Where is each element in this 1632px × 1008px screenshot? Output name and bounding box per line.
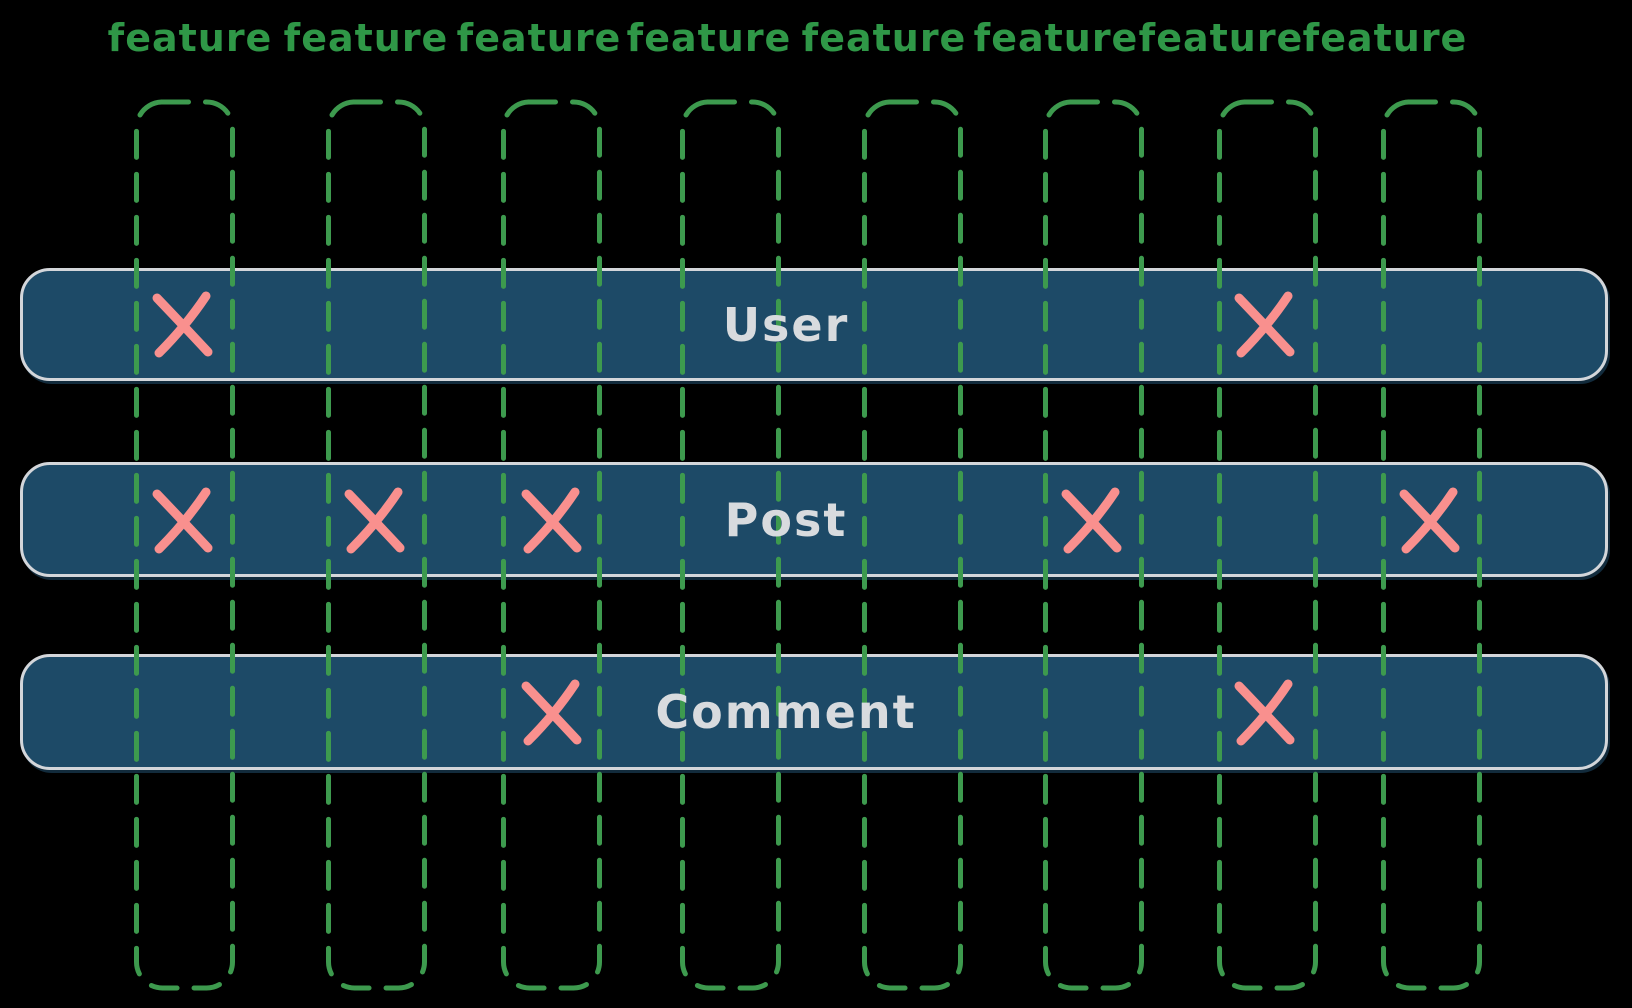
- entity-row-user: [20, 268, 1608, 381]
- entity-row-comment: [20, 654, 1608, 770]
- entity-row-post: [20, 462, 1608, 577]
